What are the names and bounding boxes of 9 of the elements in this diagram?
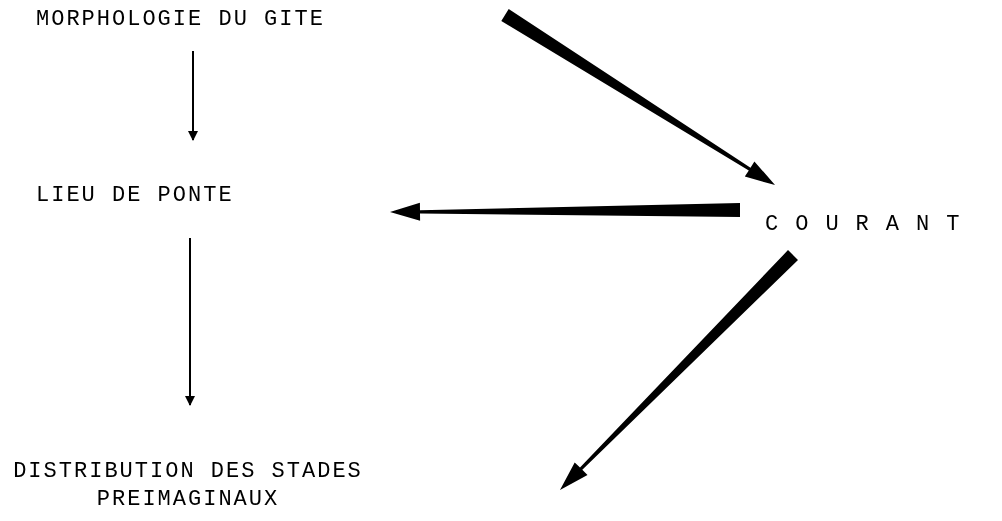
tapered-arrow — [390, 202, 740, 221]
node-label: COURANT — [765, 211, 978, 239]
arrow — [188, 50, 198, 141]
tapered-arrow — [560, 250, 798, 490]
node-label: LIEU DE PONTE — [36, 182, 235, 210]
arrow — [185, 237, 195, 406]
node-label: MORPHOLOGIE DU GITE — [36, 6, 326, 34]
node-label: DISTRIBUTION DES STADES PREIMAGINAUX — [12, 458, 364, 514]
tapered-arrow — [501, 9, 775, 185]
